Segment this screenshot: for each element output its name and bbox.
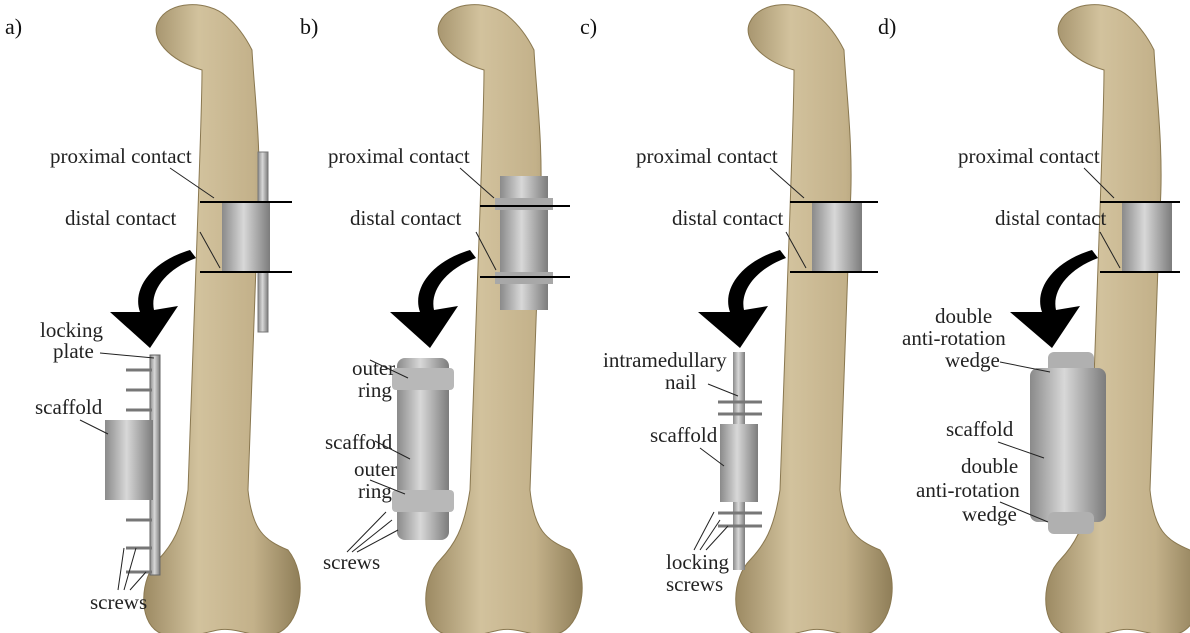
outer-ring-top-label-1: outer [352, 356, 395, 380]
panel-c-letter: c) [580, 14, 597, 39]
nail-label-c-2: nail [665, 370, 697, 394]
outer-ring-installed-top [495, 198, 553, 210]
proximal-contact-label-d: proximal contact [958, 144, 1100, 168]
scaffold-segment-a [222, 202, 270, 272]
wedge-top-label-2: anti-rotation [902, 326, 1006, 350]
exploded-view-arrow-a [110, 250, 196, 348]
screw-leader-b1 [347, 512, 386, 552]
screw-leader-b3 [357, 530, 398, 552]
plate-leader-a [100, 353, 154, 358]
wedge-bottom-label-2: anti-rotation [916, 478, 1020, 502]
outer-ring-bottom-exploded [392, 490, 454, 512]
panel-b-letter: b) [300, 14, 318, 39]
scaffold-label-d: scaffold [946, 417, 1014, 441]
wedge-top-label-3: wedge [945, 348, 1000, 372]
panel-b: b) proximal contact distal contact outer… [300, 5, 582, 633]
screw-leader-a3 [130, 572, 146, 590]
screw-leader-a2 [124, 548, 136, 590]
screw-leader-c3 [706, 526, 728, 550]
proximal-contact-label-a: proximal contact [50, 144, 192, 168]
distal-contact-label-c: distal contact [672, 206, 784, 230]
scaffold-leader-a [80, 420, 108, 434]
screws-label-c: screws [666, 572, 723, 596]
scaffold-exploded-c [720, 424, 758, 502]
scaffold-segment-b [500, 176, 548, 310]
distal-contact-label-d: distal contact [995, 206, 1107, 230]
wedge-bottom-label-1: double [961, 454, 1018, 478]
scaffold-label-a: scaffold [35, 395, 103, 419]
scaffold-exploded-d [1030, 368, 1106, 522]
proximal-contact-label-c: proximal contact [636, 144, 778, 168]
exploded-view-arrow-b [390, 250, 476, 348]
scaffold-exploded-a [105, 420, 153, 500]
exploded-view-arrow-d [1010, 250, 1098, 348]
nail-label-c-1: intramedullary [603, 348, 727, 372]
scaffold-segment-d [1122, 202, 1172, 272]
panel-c: c) proximal contact distal contact intra… [580, 5, 892, 633]
scaffold-label-c: scaffold [650, 423, 718, 447]
outer-ring-top-exploded [392, 368, 454, 390]
outer-ring-bottom-label-1: outer [354, 457, 397, 481]
plate-label-a: plate [53, 339, 94, 363]
screws-label-a: screws [90, 590, 147, 614]
distal-contact-label-a: distal contact [65, 206, 177, 230]
distal-contact-label-b: distal contact [350, 206, 462, 230]
proximal-contact-label-b: proximal contact [328, 144, 470, 168]
panel-a: a) proximal contact distal contact locki… [5, 5, 300, 633]
panel-d-letter: d) [878, 14, 896, 39]
scaffold-label-b: scaffold [325, 430, 393, 454]
exploded-view-arrow-c [698, 250, 786, 348]
screws-label-b: screws [323, 550, 380, 574]
panel-d: d) proximal contact distal contact doubl… [878, 5, 1190, 633]
screw-leader-a1 [118, 548, 124, 590]
wedge-top-leader [1000, 362, 1050, 372]
scaffold-segment-c [812, 202, 862, 272]
wedge-bottom-exploded [1048, 512, 1094, 534]
locking-label-c: locking [666, 550, 729, 574]
wedge-top-label-1: double [935, 304, 992, 328]
panel-a-letter: a) [5, 14, 22, 39]
outer-ring-top-label-2: ring [358, 378, 392, 402]
